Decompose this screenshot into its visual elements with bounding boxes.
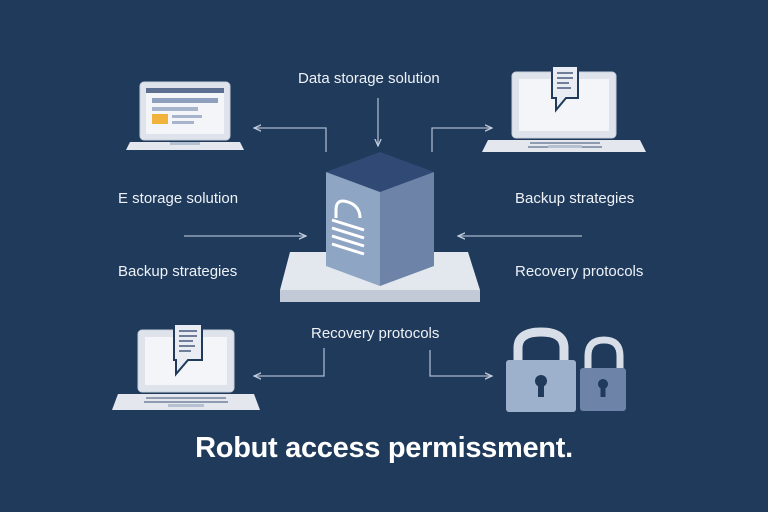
connector-top-left bbox=[254, 128, 327, 152]
diagram-caption: Robut access permissment. bbox=[195, 432, 573, 464]
document-icon bbox=[173, 323, 203, 377]
label-backup-strategies-right: Backup strategies bbox=[515, 190, 635, 207]
label-recovery-protocols-right: Recovery protocols bbox=[515, 263, 644, 280]
padlock-icon bbox=[580, 336, 626, 411]
label-data-storage-solution: Data storage solution bbox=[298, 70, 440, 87]
laptop-icon bbox=[126, 81, 244, 150]
lock-emblem bbox=[331, 199, 365, 256]
keyboard-keys bbox=[144, 397, 228, 403]
connectors bbox=[184, 98, 582, 376]
padlock-icon bbox=[506, 327, 576, 412]
label-backup-strategies-left: Backup strategies bbox=[118, 263, 238, 280]
laptop-document-icon bbox=[482, 65, 646, 152]
document-icon bbox=[551, 65, 579, 113]
laptop-document-icon bbox=[112, 323, 260, 410]
connector-top-right bbox=[431, 128, 492, 152]
connector-bottom-right bbox=[429, 350, 492, 376]
server-lock-icon bbox=[280, 152, 480, 302]
label-recovery-protocols-center: Recovery protocols bbox=[311, 325, 440, 342]
label-e-storage-solution: E storage solution bbox=[118, 190, 239, 207]
connector-bottom-left bbox=[254, 348, 325, 376]
